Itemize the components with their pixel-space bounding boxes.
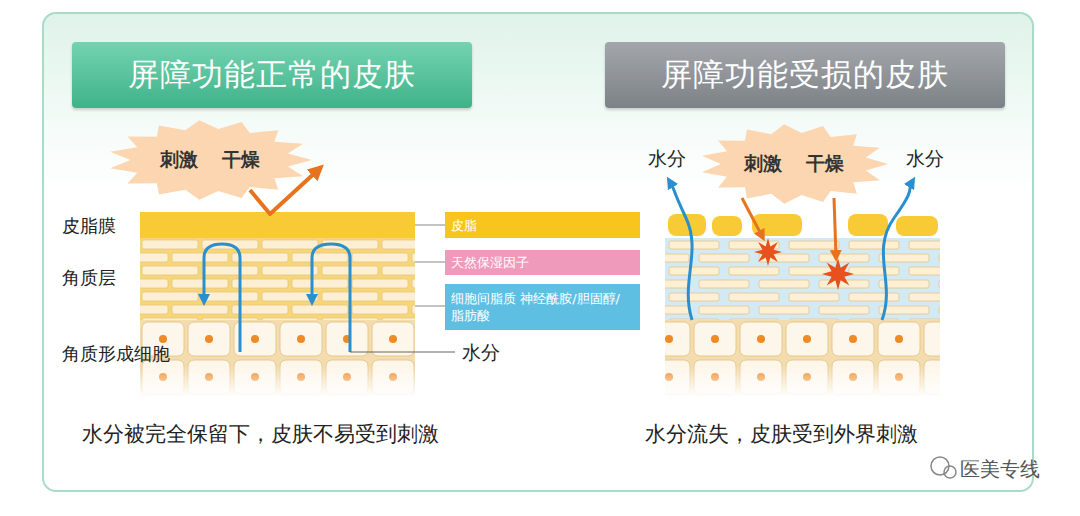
legend-text: 细胞间脂质 神经酰胺/胆固醇/脂肪酸 (451, 290, 634, 324)
leader-line (350, 351, 455, 352)
stimulus-burst: 刺激干燥 (108, 120, 312, 200)
legend-text: 皮脂 (451, 217, 477, 234)
irritant-arrow (834, 198, 836, 256)
text-label: 水分被完全保留下，皮肤不易受到刺激 (82, 420, 439, 448)
node-text: 刺激 (744, 151, 782, 177)
stimulus-burst: 刺激干燥 (700, 124, 888, 204)
damaged-stratum-corneum (665, 238, 940, 320)
node-text: 屏障功能受损的皮肤 (661, 54, 949, 96)
leader-line (415, 225, 445, 226)
text-label: 皮脂膜 (62, 214, 116, 238)
node-text: 干燥 (222, 147, 260, 173)
legend-text: 天然保湿因子 (451, 254, 529, 271)
water-loss-arrow (670, 182, 692, 320)
sebum-fragment (896, 216, 938, 236)
leader-line (415, 262, 445, 263)
burst-fill (110, 120, 312, 200)
burst-fill (702, 124, 888, 204)
header-band: 屏障功能受损的皮肤 (605, 42, 1005, 108)
water-retained-arrow (312, 244, 350, 352)
text-label: 水分流失，皮肤受到外界刺激 (645, 420, 918, 448)
node-text: 干燥 (806, 151, 844, 177)
stratum-corneum (140, 238, 415, 320)
text-label: 角质形成细胞 (62, 342, 170, 366)
sebum-fragment (712, 216, 742, 236)
watermark-icon (944, 466, 956, 478)
text-label: 水分 (648, 146, 686, 172)
fade-overlay (661, 365, 944, 397)
watermark-icon (931, 457, 949, 475)
sebum-film (140, 212, 415, 238)
text-label: 角质层 (62, 266, 116, 290)
legend-swatch: 天然保湿因子 (445, 250, 640, 275)
irritation-spark (754, 238, 782, 266)
burst-outline (700, 124, 888, 204)
text-label: 水分 (462, 340, 500, 366)
legend-swatch: 细胞间脂质 神经酰胺/胆固醇/脂肪酸 (445, 284, 640, 330)
fade-overlay (136, 365, 419, 397)
text-label: 医美专线 (960, 456, 1040, 483)
sebum-fragment (848, 214, 888, 236)
legend-swatch: 皮脂 (445, 212, 640, 238)
node-text: 屏障功能正常的皮肤 (128, 54, 416, 96)
water-retained-arrow (204, 244, 240, 352)
node-text: 刺激 (160, 147, 198, 173)
irritant-arrow (742, 198, 762, 236)
text-label: 水分 (906, 146, 944, 172)
irritation-spark (822, 258, 854, 290)
burst-outline (108, 120, 312, 200)
leader-line (415, 306, 445, 307)
water-loss-arrow (882, 182, 912, 320)
header-band: 屏障功能正常的皮肤 (72, 42, 472, 108)
